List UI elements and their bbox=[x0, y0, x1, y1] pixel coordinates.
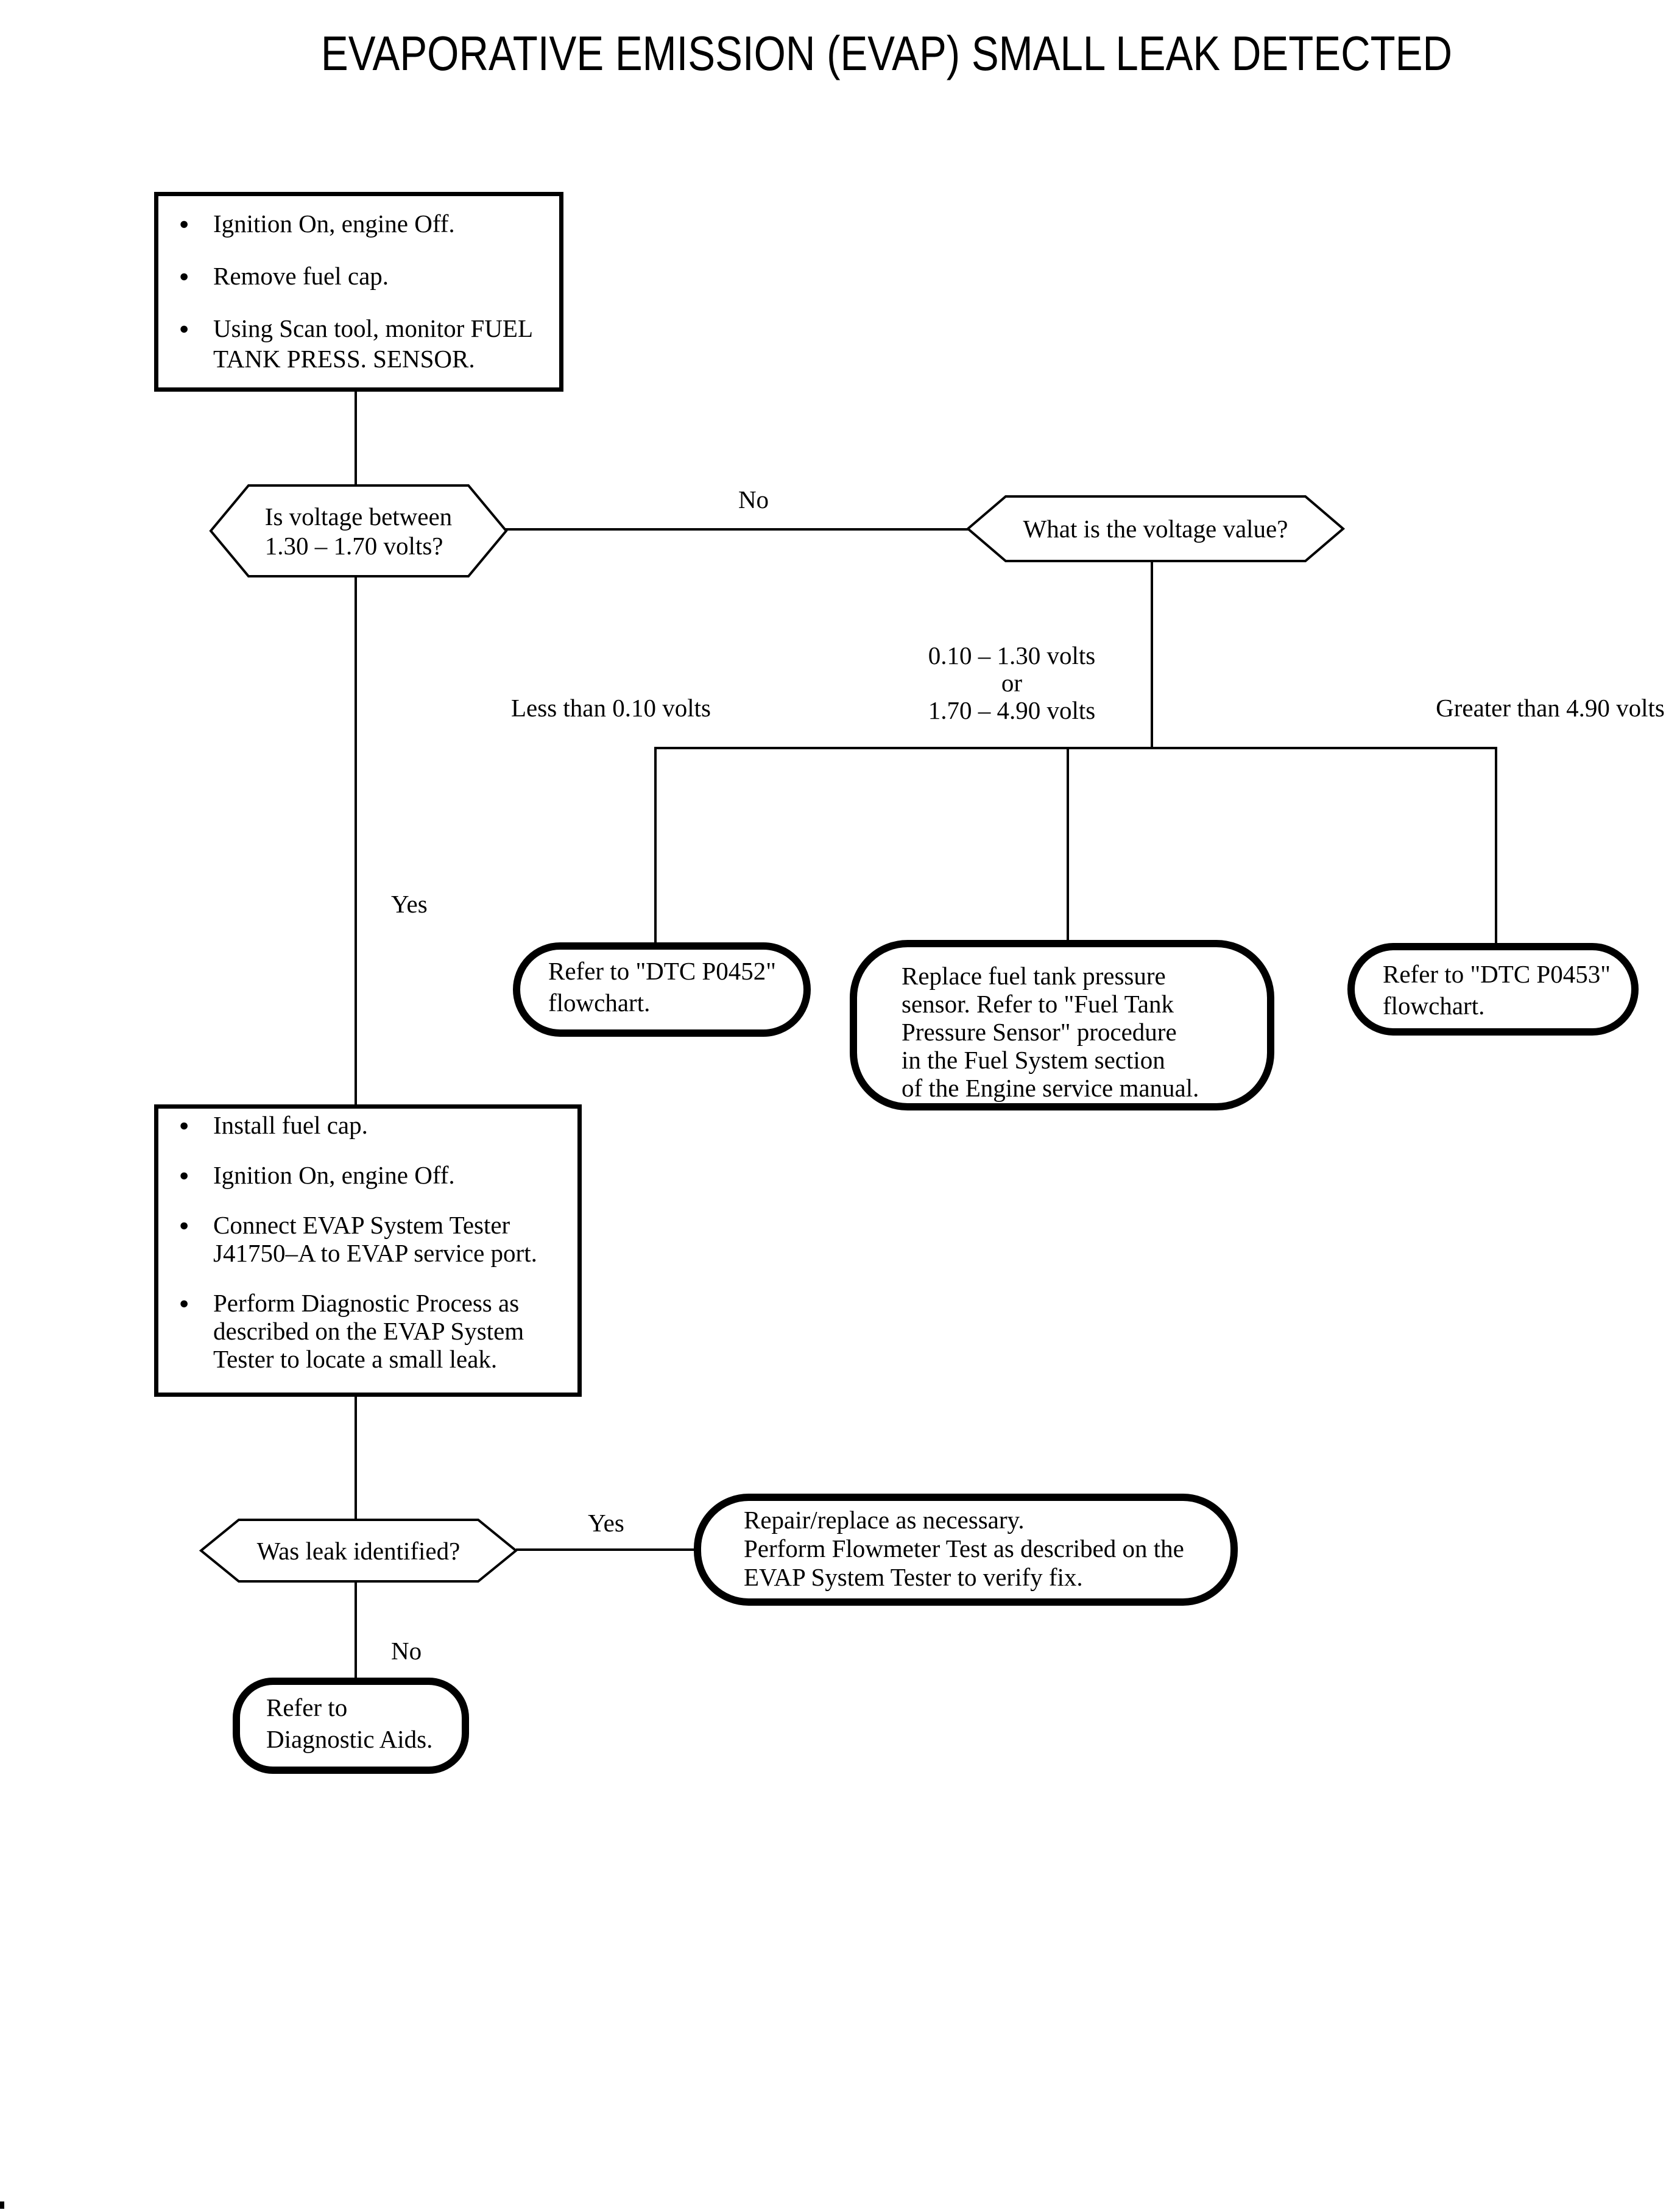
step-box-tester: ● Install fuel cap. ● Ignition On, engin… bbox=[154, 1104, 582, 1397]
bullet-dot-icon: ● bbox=[179, 319, 189, 337]
list-item-text: Remove fuel cap. bbox=[213, 262, 389, 290]
hexagon-outline bbox=[209, 484, 508, 577]
list-item: ● Ignition On, engine Off. bbox=[158, 1161, 577, 1189]
label-no-2: No bbox=[391, 1637, 422, 1665]
terminal-repair-verify: Repair/replace as necessary. Perform Flo… bbox=[694, 1494, 1238, 1606]
step-box-initial: ● Ignition On, engine Off. ● Remove fuel… bbox=[154, 192, 563, 392]
connector-leak-no-to-aids bbox=[355, 1583, 357, 1678]
list-item: ● Ignition On, engine Off. bbox=[158, 208, 559, 239]
bullet-dot-icon: ● bbox=[179, 214, 189, 233]
branch-distribution-bar bbox=[654, 747, 1497, 749]
decision-voltage-range-label: Is voltage between 1.30 – 1.70 volts? bbox=[264, 502, 453, 560]
label-yes-1: Yes bbox=[391, 890, 428, 918]
list-item: ● Install fuel cap. bbox=[158, 1111, 577, 1139]
decision-leak-identified-label: Was leak identified? bbox=[256, 1536, 461, 1565]
list-item-text: Ignition On, engine Off. bbox=[213, 210, 455, 238]
connector-no-branch bbox=[505, 528, 969, 531]
list-item-text: Ignition On, engine Off. bbox=[213, 1161, 455, 1189]
connector-voltage-value-to-bar bbox=[1151, 561, 1153, 748]
list-item-text: Connect EVAP System Tester J41750–A to E… bbox=[213, 1211, 537, 1267]
list-item: ● Perform Diagnostic Process as describe… bbox=[158, 1289, 577, 1373]
connector-prep-to-voltage-range bbox=[355, 392, 357, 484]
flowchart-title: EVAPORATIVE EMISSION (EVAP) SMALL LEAK D… bbox=[213, 28, 1553, 79]
list-item-text: Install fuel cap. bbox=[213, 1111, 368, 1139]
decision-leak-identified: Was leak identified? bbox=[199, 1519, 518, 1583]
decision-voltage-value-label: What is the voltage value? bbox=[1023, 515, 1288, 543]
hexagon-shape bbox=[965, 495, 1346, 562]
bullet-dot-icon: ● bbox=[179, 1216, 189, 1234]
decision-voltage-value: What is the voltage value? bbox=[965, 495, 1346, 562]
bullet-dot-icon: ● bbox=[179, 1294, 189, 1312]
hexagon-outline bbox=[965, 495, 1346, 562]
branch-drop-left bbox=[654, 747, 657, 942]
list-item-text: Perform Diagnostic Process as described … bbox=[213, 1289, 524, 1373]
branch-drop-middle bbox=[1067, 747, 1069, 940]
list-item: ● Using Scan tool, monitor FUEL TANK PRE… bbox=[158, 313, 559, 374]
branch-drop-right bbox=[1495, 747, 1497, 943]
label-greater-than: Greater than 4.90 volts bbox=[1436, 694, 1665, 722]
terminal-dtc-p0453: Refer to "DTC P0453" flowchart. bbox=[1347, 943, 1639, 1036]
hexagon-outline bbox=[199, 1519, 518, 1583]
connector-yes-branch-to-tester-box bbox=[355, 577, 357, 1104]
bullet-dot-icon: ● bbox=[179, 1166, 189, 1184]
flowchart-title-text: EVAPORATIVE EMISSION (EVAP) SMALL LEAK D… bbox=[320, 26, 1453, 80]
list-item: ● Remove fuel cap. bbox=[158, 261, 559, 291]
hexagon-shape bbox=[209, 484, 508, 577]
terminal-dtc-p0452: Refer to "DTC P0452" flowchart. bbox=[513, 942, 811, 1037]
label-no-1: No bbox=[738, 485, 769, 514]
bullet-dot-icon: ● bbox=[179, 267, 189, 285]
label-mid-range: 0.10 – 1.30 volts or 1.70 – 4.90 volts bbox=[928, 641, 1096, 724]
decision-voltage-range: Is voltage between 1.30 – 1.70 volts? bbox=[209, 484, 508, 577]
label-yes-2: Yes bbox=[588, 1509, 624, 1537]
list-item: ● Connect EVAP System Tester J41750–A to… bbox=[158, 1211, 577, 1267]
hexagon-shape bbox=[199, 1519, 518, 1583]
terminal-replace-sensor: Replace fuel tank pressure sensor. Refer… bbox=[850, 940, 1274, 1110]
list-item-text: Using Scan tool, monitor FUEL TANK PRESS… bbox=[213, 314, 534, 373]
terminal-diagnostic-aids: Refer to Diagnostic Aids. bbox=[233, 1678, 469, 1774]
connector-leak-yes-to-repair bbox=[516, 1548, 694, 1551]
scan-artifact bbox=[0, 2201, 4, 2209]
connector-tester-box-to-leak-decision bbox=[355, 1397, 357, 1519]
bullet-dot-icon: ● bbox=[179, 1116, 189, 1134]
label-less-than: Less than 0.10 volts bbox=[511, 694, 711, 722]
